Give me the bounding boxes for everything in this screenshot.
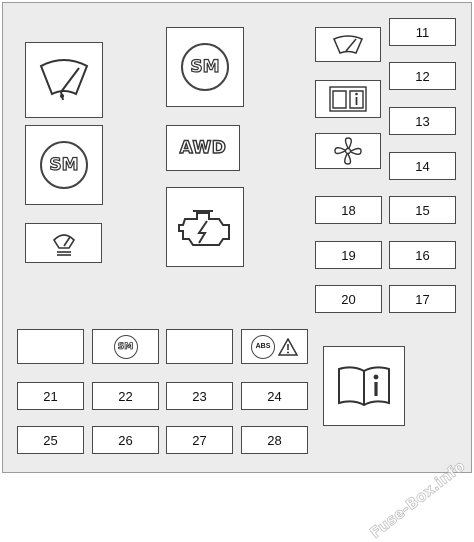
fuse-number: 27 xyxy=(192,432,207,448)
fuse-14: 14 xyxy=(389,152,456,180)
fuse-25: 25 xyxy=(17,426,84,454)
sm-symbol-icon: SM xyxy=(40,141,88,189)
abs-warning-icon: ABS xyxy=(251,334,298,359)
relay-info-small xyxy=(315,80,381,118)
fuse-number: 20 xyxy=(341,291,356,307)
fuse-17: 17 xyxy=(389,285,456,313)
warning-triangle-icon xyxy=(278,337,298,356)
relay-engine xyxy=(166,187,244,267)
fuse-24: 24 xyxy=(241,382,308,410)
manual-info-icon xyxy=(329,85,367,113)
fuse-number: 17 xyxy=(415,291,430,307)
fuse-number: 23 xyxy=(192,388,207,404)
abs-circle-icon: ABS xyxy=(251,334,275,359)
relay-sm-small: SM xyxy=(92,329,159,364)
fuse-23: 23 xyxy=(166,382,233,410)
sm-symbol-icon: SM xyxy=(113,334,138,359)
fuse-13: 13 xyxy=(389,107,456,135)
sm-label: SM xyxy=(117,341,134,352)
fuse-16: 16 xyxy=(389,241,456,269)
awd-label: AWD xyxy=(179,137,227,158)
fuse-28: 28 xyxy=(241,426,308,454)
fuse-11: 11 xyxy=(389,18,456,46)
fuse-number: 16 xyxy=(415,247,430,263)
fuse-26: 26 xyxy=(92,426,159,454)
fuse-number: 18 xyxy=(341,202,356,218)
fuse-number: 25 xyxy=(43,432,58,448)
fuse-number: 19 xyxy=(341,247,356,263)
relay-abs: ABS xyxy=(241,329,308,364)
windshield-wiper-icon xyxy=(331,33,365,57)
fuse-number: 15 xyxy=(415,202,430,218)
fan-icon xyxy=(333,136,363,166)
sm-label: SM xyxy=(49,154,79,175)
sm-label: SM xyxy=(190,56,220,77)
fuse-27: 27 xyxy=(166,426,233,454)
relay-fan-small xyxy=(315,133,381,169)
relay-blank-1 xyxy=(17,329,84,364)
relay-sm-left: SM xyxy=(25,125,103,205)
fuse-number: 24 xyxy=(267,388,282,404)
fuse-22: 22 xyxy=(92,382,159,410)
relay-front-wiper xyxy=(25,42,103,118)
fuse-number: 13 xyxy=(415,113,430,129)
fuse-20: 20 xyxy=(315,285,382,313)
sm-symbol-icon: SM xyxy=(181,43,229,91)
fuse-number: 12 xyxy=(415,68,430,84)
fuse-number: 26 xyxy=(118,432,133,448)
relay-blank-2 xyxy=(166,329,233,364)
fuse-number: 22 xyxy=(118,388,133,404)
fuse-12: 12 xyxy=(389,62,456,90)
relay-wiper-small xyxy=(315,27,381,62)
fuse-number: 28 xyxy=(267,432,282,448)
fuse-number: 21 xyxy=(43,388,58,404)
fuse-18: 18 xyxy=(315,196,382,224)
windshield-wiper-icon xyxy=(35,56,93,104)
fuse-21: 21 xyxy=(17,382,84,410)
check-engine-icon xyxy=(175,201,235,253)
fuse-number: 11 xyxy=(415,24,430,40)
relay-awd: AWD xyxy=(166,125,240,171)
relay-rear-wiper xyxy=(25,223,102,263)
manual-info-icon xyxy=(335,363,393,409)
fuse-19: 19 xyxy=(315,241,382,269)
fuse-15: 15 xyxy=(389,196,456,224)
fuse-number: 14 xyxy=(415,158,430,174)
abs-label: ABS xyxy=(255,343,271,350)
rear-wiper-washer-icon xyxy=(49,228,79,258)
relay-info-large xyxy=(323,346,405,426)
relay-sm-top: SM xyxy=(166,27,244,107)
